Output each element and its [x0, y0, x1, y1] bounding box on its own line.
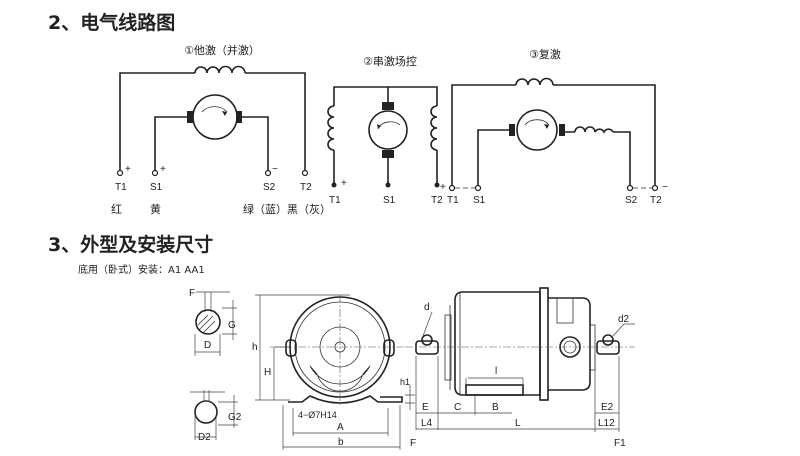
dim-label: A — [337, 422, 344, 433]
dim-label: F — [410, 438, 416, 449]
dim-label: D2 — [198, 432, 211, 443]
shaft-section-rear: D2 G2 — [190, 390, 242, 443]
dim-label: L — [515, 418, 521, 429]
dim-label: F1 — [614, 438, 626, 449]
terminal-label: T2 — [650, 195, 662, 206]
dim-label: D — [204, 340, 211, 351]
section-title-wiring: 2、电气线路图 — [48, 11, 175, 34]
circuit-separate-excitation: ①他激（并激） + + − T1 S1 S2 T2 红 黄 绿（蓝）黑（灰） — [111, 43, 331, 216]
terminal-label: T1 — [447, 195, 459, 206]
dim-label: h — [252, 342, 258, 353]
wire-color-red: 红 — [111, 203, 122, 216]
terminal-label: S2 — [263, 182, 276, 193]
circuit-series-field-control: ②串激场控 + + T1 S1 T2 — [327, 54, 446, 206]
polarity-t2: − — [662, 182, 668, 193]
section-title-dimensions: 3、外型及安装尺寸 — [48, 233, 213, 256]
motor-side-view: d d2 l E C B E2 L4 L L12 F F1 — [405, 287, 635, 449]
wire-color-yellow: 黄 — [150, 202, 161, 216]
circuit-label: ③复激 — [529, 47, 561, 61]
dim-label: H — [264, 367, 271, 378]
dim-label: d2 — [618, 314, 630, 325]
dim-label: G2 — [228, 412, 242, 423]
dim-label: E — [422, 402, 429, 413]
field-coil — [194, 65, 246, 74]
polarity-s2: − — [272, 164, 278, 175]
polarity-t1: + — [125, 164, 131, 175]
dim-label: d — [424, 302, 430, 313]
terminal-label: T2 — [431, 195, 443, 206]
polarity-t2: + — [440, 182, 446, 193]
dim-label: L12 — [598, 418, 615, 429]
dim-label: h1 — [400, 377, 410, 387]
dim-label: L4 — [421, 418, 433, 429]
dim-label: l — [495, 366, 497, 377]
terminal-label: S1 — [383, 195, 396, 206]
terminal-label: S1 — [150, 182, 163, 193]
motor-front-view: h H 4−Ø7H14 A b h1 — [252, 294, 415, 450]
armature — [192, 94, 238, 140]
circuit-compound-excitation: ③复激 − T1 S1 S2 T2 — [447, 47, 668, 206]
dim-label: G — [228, 320, 236, 331]
terminal-label: T2 — [300, 182, 312, 193]
wire-color-green-black: 绿（蓝）黑（灰） — [243, 202, 331, 216]
terminal-label: T1 — [115, 182, 127, 193]
polarity-t1: + — [341, 178, 347, 189]
circuit-label: ②串激场控 — [363, 54, 417, 68]
circuit-label: ①他激（并激） — [184, 43, 260, 57]
dim-label: b — [338, 437, 344, 448]
polarity-s1: + — [160, 164, 166, 175]
dim-label: C — [454, 402, 461, 413]
dim-label: B — [492, 402, 499, 413]
dim-label: E2 — [601, 402, 614, 413]
dim-label: 4−Ø7H14 — [298, 410, 337, 420]
shaft-section-drive: F D G — [189, 288, 237, 356]
mounting-note: 底用（卧式）安装：A1 AA1 — [78, 263, 205, 276]
dim-label: F — [189, 288, 195, 299]
terminal-label: S1 — [473, 195, 486, 206]
terminal-label: S2 — [625, 195, 638, 206]
terminal-label: T1 — [329, 195, 341, 206]
